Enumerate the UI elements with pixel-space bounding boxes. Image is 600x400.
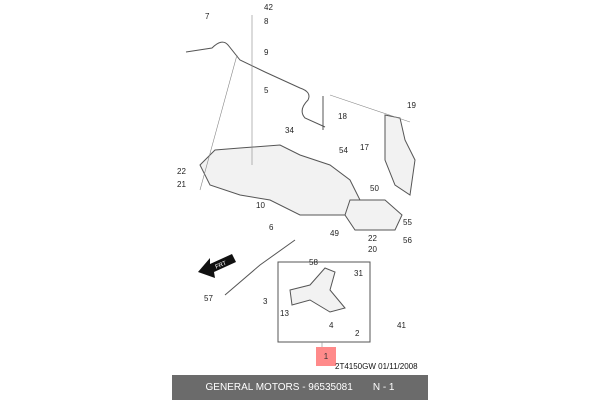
part-label: 7	[205, 12, 210, 21]
drawing-code: 2T4150GW 01/11/2008	[335, 362, 418, 371]
part-label: 54	[339, 146, 348, 155]
part-label: 57	[204, 294, 213, 303]
steering-knuckle	[384, 114, 416, 196]
part-label: 6	[269, 223, 274, 232]
part-label: 2	[355, 329, 360, 338]
part-label: 13	[280, 309, 289, 318]
part-label: 31	[354, 269, 363, 278]
part-label: 34	[285, 126, 294, 135]
part-label: 41	[397, 321, 406, 330]
parts-diagram: FRT	[185, 15, 416, 350]
part-label: 42	[264, 3, 273, 12]
reference-number-box: 1	[316, 347, 336, 366]
lower-control-arm	[289, 267, 346, 313]
part-label: 17	[360, 143, 369, 152]
part-label: 9	[264, 48, 269, 57]
crossmember	[199, 144, 361, 216]
part-label: 19	[407, 101, 416, 110]
part-label: 49	[330, 229, 339, 238]
part-label: 20	[368, 245, 377, 254]
svg-text:FRT: FRT	[215, 261, 228, 271]
part-label: 50	[370, 184, 379, 193]
part-label: 22	[368, 234, 377, 243]
tie-rod	[224, 239, 296, 296]
part-label: 8	[264, 17, 269, 26]
part-label: 56	[403, 236, 412, 245]
footer-bar: GENERAL MOTORS - 96535081 N - 1	[172, 375, 428, 400]
part-label: 58	[309, 258, 318, 267]
frt-arrow: FRT	[198, 254, 236, 278]
part-label: 4	[329, 321, 334, 330]
position-code: N - 1	[372, 382, 395, 393]
part-label: 55	[403, 218, 412, 227]
part-label: 3	[263, 297, 268, 306]
stabilizer-bar	[185, 41, 326, 128]
manufacturer-part-number: GENERAL MOTORS - 96535081	[205, 382, 353, 393]
part-label: 21	[177, 180, 186, 189]
part-label: 10	[256, 201, 265, 210]
part-label: 5	[264, 86, 269, 95]
splash-shield	[344, 199, 403, 231]
arm-frame	[277, 261, 371, 343]
part-label: 18	[338, 112, 347, 121]
part-label: 22	[177, 167, 186, 176]
